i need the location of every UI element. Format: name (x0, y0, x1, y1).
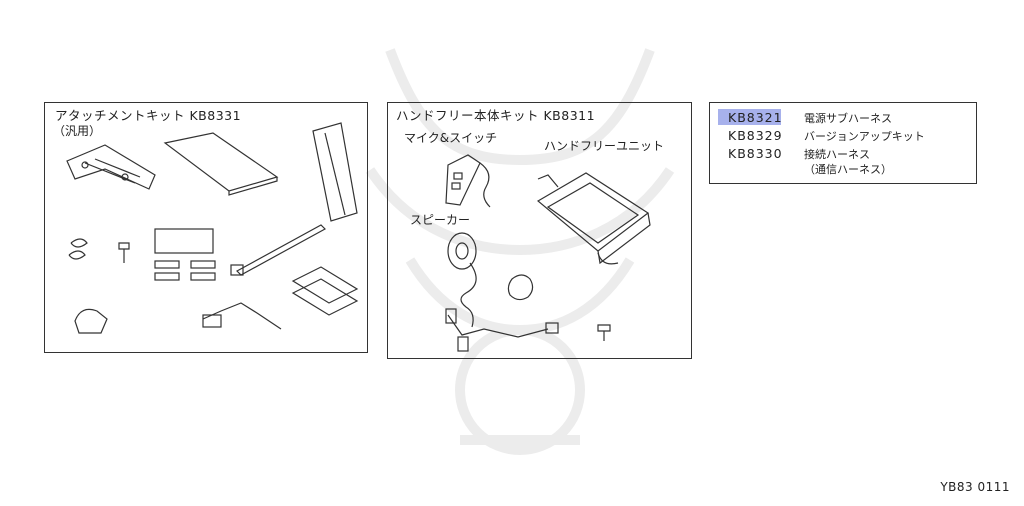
attachment-kit-subtitle: （汎用） (53, 124, 102, 138)
cable-tie-part (236, 224, 326, 276)
parts-list-box: KB8321 電源サブハーネス KB8329 バージョンアップキット KB833… (709, 102, 977, 184)
grommet-part (507, 274, 534, 301)
clip-part (68, 238, 88, 260)
handsfree-parts-drawing (445, 154, 651, 352)
handsfree-kit-title: ハンドフリー本体キット KB8311 (396, 108, 596, 123)
parts-row-kb8330[interactable]: KB8330 接続ハーネス (728, 146, 870, 162)
part-desc: 接続ハーネス (803, 148, 870, 161)
part-desc: バージョンアップキット (803, 130, 925, 143)
crest-watermark (365, 48, 675, 455)
parts-row-kb8329[interactable]: KB8329 バージョンアップキット (728, 128, 925, 144)
part-code: KB8330 (728, 146, 783, 161)
speaker-label: スピーカー (410, 213, 471, 227)
sheet-part (163, 132, 279, 192)
attachment-kit-box: アタッチメントキット KB8331 （汎用） (44, 102, 368, 353)
manual-part (312, 122, 358, 222)
figure-code: YB83 0111 (940, 480, 1010, 494)
harness-part (447, 314, 549, 338)
pad-large (154, 228, 214, 254)
mic-switch-label: マイク&スイッチ (404, 131, 498, 145)
parts-row-kb8330-note: （通信ハーネス） (728, 161, 892, 177)
part-code: KB8321 (728, 110, 783, 125)
foam-sheets-part (291, 266, 359, 304)
part-code: KB8329 (728, 128, 783, 143)
handsfree-kit-box: ハンドフリー本体キット KB8311 マイク&スイッチ ハンドフリーユニット ス… (387, 102, 692, 359)
code-highlight (718, 109, 781, 125)
parts-row-kb8321[interactable]: KB8321 電源サブハーネス (728, 110, 892, 126)
screw-part (118, 242, 130, 263)
part-desc-note: （通信ハーネス） (803, 163, 892, 176)
cord-clamp-part (74, 308, 108, 334)
attachment-parts-drawing (66, 122, 359, 334)
strap-part (202, 302, 282, 330)
part-desc: 電源サブハーネス (803, 112, 892, 125)
bracket-part (66, 144, 156, 190)
attachment-kit-title: アタッチメントキット KB8331 (55, 108, 242, 123)
unit-screw-part (597, 324, 611, 341)
handsfree-unit-label: ハンドフリーユニット (544, 139, 665, 153)
speaker-part (447, 232, 477, 270)
mic-switch-part (445, 154, 481, 206)
